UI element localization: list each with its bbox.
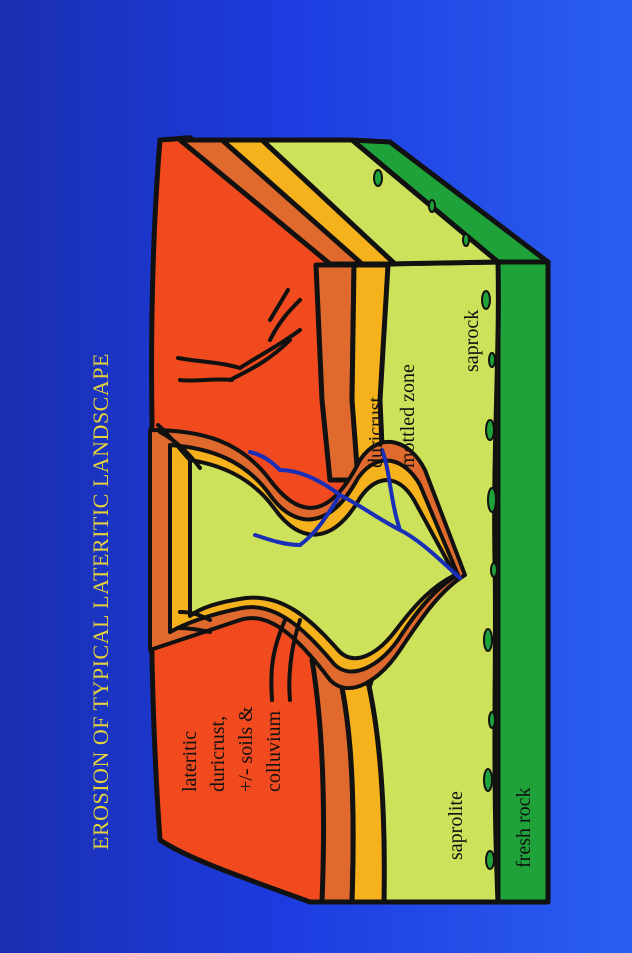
label-saprolite: saprolite	[445, 791, 467, 860]
label-duricrust-comma: duricrust,	[207, 716, 229, 792]
label-colluvium: colluvium	[263, 710, 285, 792]
label-lateritic: lateritic	[179, 731, 201, 792]
label-mottled-zone: mottled zone	[397, 364, 419, 468]
label-fresh-rock: fresh rock	[513, 787, 535, 868]
label-saprock: saprock	[461, 310, 483, 372]
label-duricrust: duricrust	[365, 396, 387, 468]
gully-upper-c	[180, 379, 232, 380]
label-soils: +/- soils &	[235, 706, 257, 792]
diagram-title: EROSION OF TYPICAL LATERITIC LANDSCAPE	[88, 353, 113, 850]
